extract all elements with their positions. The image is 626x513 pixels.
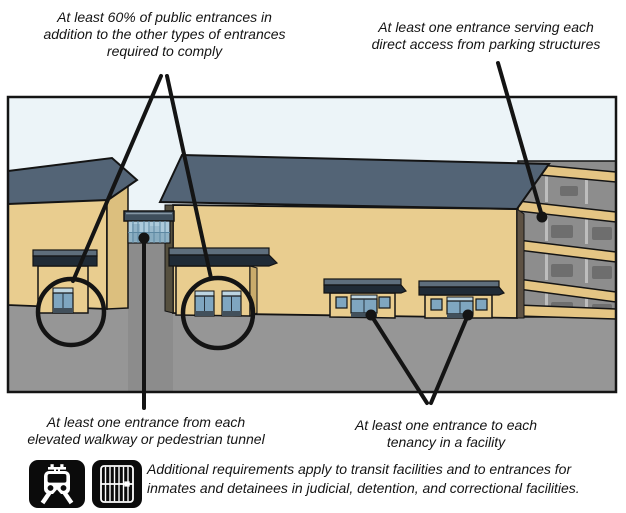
parking-structure bbox=[517, 160, 616, 320]
vestibule-canopy bbox=[32, 255, 98, 267]
walkway-pointer-dot bbox=[138, 232, 150, 244]
main-building-roof bbox=[158, 153, 551, 211]
main-building-right-edge bbox=[516, 208, 525, 319]
door-transom bbox=[221, 290, 242, 297]
storefront-window bbox=[378, 296, 391, 309]
door-rail bbox=[53, 308, 73, 313]
door-transom bbox=[446, 296, 474, 302]
entrance-vestibule-left-building bbox=[32, 249, 98, 314]
callout-line-tenancy-a bbox=[369, 313, 429, 405]
footnote-additional-requirements: Additional requirements apply to transit… bbox=[147, 461, 580, 496]
vestibule-canopy-top bbox=[168, 247, 270, 256]
callout-dots bbox=[138, 211, 548, 321]
annotations bbox=[35, 61, 548, 410]
highlight-circle-main-entrance bbox=[180, 275, 256, 351]
tenancy-a-pointer-dot bbox=[365, 309, 377, 321]
storefront-window bbox=[430, 298, 443, 311]
door-transom bbox=[52, 287, 74, 294]
jail-cell-bars-icon bbox=[92, 460, 142, 508]
storefront-window bbox=[335, 296, 348, 309]
tenancy-entrance-a bbox=[323, 278, 407, 319]
callout-line-public-entrances-left bbox=[71, 74, 163, 283]
door-transom bbox=[350, 294, 378, 300]
jail-lock bbox=[124, 481, 130, 487]
callout-public-entrances: At least 60% of public entrances in addi… bbox=[43, 9, 286, 59]
scene-clipped bbox=[8, 97, 616, 392]
vestibule-canopy bbox=[418, 286, 505, 296]
left-building-side-wall bbox=[106, 182, 129, 310]
illustration-frame bbox=[6, 95, 618, 394]
highlight-circle-left-entrance bbox=[35, 276, 107, 348]
callout-parking-structures: At least one entrance serving each direc… bbox=[371, 19, 601, 52]
callout-elevated-walkway: At least one entrance from each elevated… bbox=[27, 414, 265, 447]
callout-line-tenancy-b bbox=[429, 313, 470, 405]
parking-structure-interior bbox=[545, 172, 612, 318]
callout-line-parking bbox=[496, 61, 544, 218]
door-transom bbox=[194, 290, 215, 297]
left-building-roof bbox=[8, 156, 139, 206]
parking-pointer-dot bbox=[536, 211, 548, 223]
vestibule-canopy bbox=[168, 254, 279, 267]
callout-line-public-entrances-right bbox=[165, 74, 213, 280]
vestibule-canopy bbox=[323, 284, 407, 294]
callout-tenancy: At least one entrance to each tenancy in… bbox=[354, 417, 538, 450]
walkway-roof-slab bbox=[123, 210, 175, 222]
storefront-window bbox=[475, 298, 488, 311]
vestibule-canopy-top bbox=[323, 278, 402, 286]
tenancy-b-pointer-dot bbox=[462, 309, 474, 321]
transit-train-icon bbox=[29, 460, 85, 508]
jail-bars-glyph bbox=[100, 465, 134, 503]
vestibule-canopy-top bbox=[418, 280, 500, 288]
tenancy-entrance-b bbox=[418, 280, 505, 319]
